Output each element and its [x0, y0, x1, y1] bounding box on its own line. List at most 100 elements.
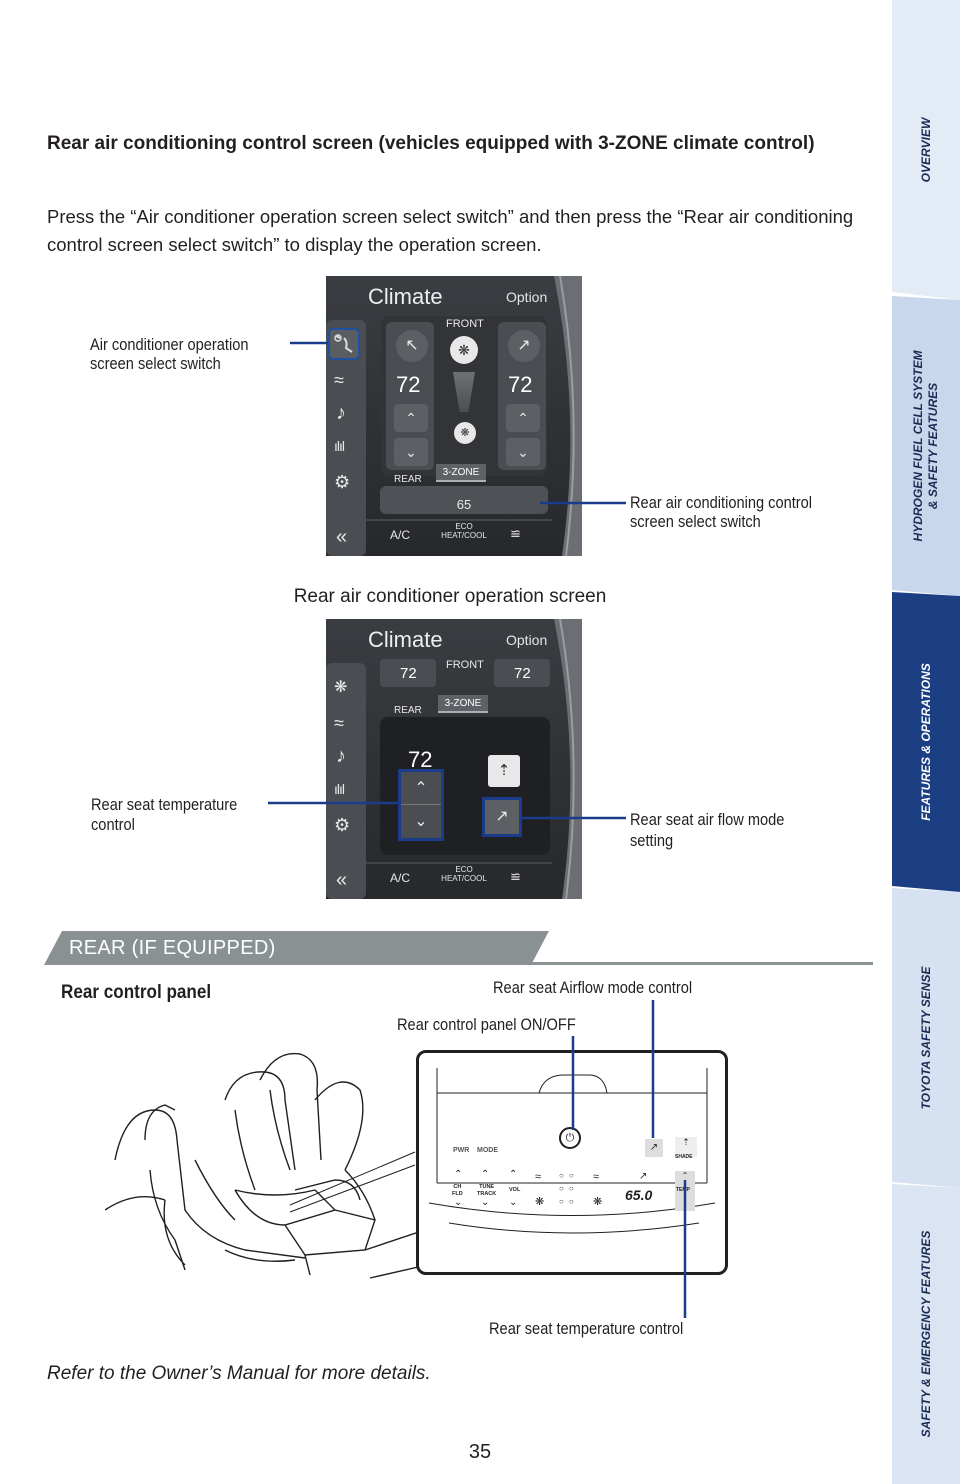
tab-safety-emergency[interactable]: SAFETY & EMERGENCY FEATURES	[892, 1184, 960, 1484]
screen1-left-seat-icon[interactable]: ↖	[396, 330, 428, 362]
panel-vol-down[interactable]: ⌄	[509, 1197, 518, 1208]
callout-rear-switch-line1: Rear air conditioning control	[630, 493, 813, 512]
screen2-option-button[interactable]: Option	[506, 632, 548, 648]
screen1-left-up-button[interactable]: ⌃	[394, 404, 428, 432]
screen1-fan-small-icon[interactable]: ❋	[454, 422, 476, 444]
screen1-zone-button[interactable]: 3-ZONE	[436, 464, 486, 482]
screen2-seat-heat-icon[interactable]: ≈	[334, 713, 344, 733]
screen2-collapse-icon[interactable]: «	[336, 869, 348, 891]
panel-airflow-button[interactable]: ↗	[645, 1139, 663, 1157]
screen1-fan-level-bar	[453, 372, 475, 412]
tab-overview[interactable]: OVERVIEW	[892, 0, 960, 300]
screen2-music-icon[interactable]: ♪	[336, 745, 346, 767]
panel-vol-label: VOL	[509, 1187, 521, 1193]
section-title: Rear air conditioning control screen (ve…	[47, 133, 815, 154]
panel-ch-up[interactable]: ⌃	[454, 1169, 463, 1180]
screen1-right-down-button[interactable]: ⌄	[506, 438, 540, 466]
callout-ac-switch-leader	[290, 341, 328, 345]
screen1-seat-heat-icon[interactable]: ≈	[334, 370, 344, 390]
tab-safety-shape	[892, 1184, 960, 1484]
panel-seat-heat-right-icon[interactable]: ≈	[593, 1171, 600, 1183]
panel-seat-vent-right-icon[interactable]: ❋	[593, 1196, 603, 1208]
screen1-settings-icon[interactable]: ⚙	[334, 472, 351, 492]
tab-overview-shape	[892, 0, 960, 300]
screen2-equalizer-icon[interactable]: ılıl	[334, 781, 345, 797]
screen1-title: Climate	[368, 284, 443, 309]
footer-note: Refer to the Owner’s Manual for more det…	[47, 1363, 431, 1384]
panel-tune-down[interactable]: ⌄	[481, 1197, 490, 1208]
page-number: 35	[468, 1441, 492, 1463]
panel-pwr-label: PWR	[453, 1147, 470, 1154]
panel-seat-heat-left-icon[interactable]: ≈	[535, 1171, 542, 1183]
callout-rear-temp-line1: Rear seat temperature	[91, 795, 238, 814]
panel-ch-line2: FLD	[452, 1191, 463, 1197]
tab-safety-label: SAFETY & EMERGENCY FEATURES	[919, 1230, 933, 1438]
screen1-fan-icon[interactable]: ❋	[450, 336, 478, 364]
callout-rear-temp-line2: control	[91, 815, 135, 834]
screen2-eco-button[interactable]: ECO HEAT/COOL	[436, 865, 492, 883]
screen1-right-up-button[interactable]: ⌃	[506, 404, 540, 432]
panel-onoff-button[interactable]: ⏻	[559, 1127, 581, 1149]
screen1-rear-select-switch[interactable]: 65	[456, 497, 472, 512]
screen2-ac-button[interactable]: A/C	[390, 871, 411, 885]
panel-tune-label: TUNE TRACK	[477, 1184, 496, 1198]
screen1-option-button[interactable]: Option	[506, 289, 548, 305]
callout-rear-switch-line2: screen select switch	[630, 512, 761, 531]
panel-mode-label: MODE	[477, 1147, 498, 1154]
panel-temp-label: TEMP	[676, 1187, 690, 1193]
screen2-left-temp[interactable]: 72	[400, 665, 417, 682]
screen2-rear-temp-control[interactable]: ⌃ ⌄	[398, 769, 444, 841]
chapter-tabs: OVERVIEW HYDROGEN FUEL CELL SYSTEM& SAFE…	[892, 0, 960, 1484]
screen2-ac-select-icon[interactable]: ❋	[334, 679, 348, 696]
screen1-ac-button[interactable]: A/C	[390, 528, 411, 542]
screen2-eco-line2: HEAT/COOL	[441, 874, 487, 883]
panel-airflow-display-icon: ↗	[639, 1171, 648, 1182]
screen2-rear-down-button[interactable]: ⌄	[414, 813, 428, 830]
climate-screen-2: Climate Option ❋ ≈ ♪ ılıl ⚙ « 72 FRONT 7…	[326, 619, 582, 899]
screen1-eco-button[interactable]: ECO HEAT/COOL	[436, 522, 492, 540]
tab-features-operations[interactable]: FEATURES & OPERATIONS	[892, 592, 960, 892]
callout-airflow-line1: Rear seat air flow mode	[630, 810, 785, 829]
callout-ac-switch-line2: screen select switch	[90, 354, 221, 373]
screen2-car-icon[interactable]: ≌	[510, 869, 521, 884]
panel-vol-up[interactable]: ⌃	[509, 1169, 518, 1180]
tab-hydrogen[interactable]: HYDROGEN FUEL CELL SYSTEM& SAFETY FEATUR…	[892, 296, 960, 596]
screen1-ac-select-switch[interactable]	[328, 328, 360, 360]
panel-ch-down[interactable]: ⌄	[454, 1197, 463, 1208]
screen1-eco-line2: HEAT/COOL	[441, 531, 487, 540]
panel-shade-button[interactable]: ⇡	[675, 1137, 697, 1157]
screen2-right-temp[interactable]: 72	[514, 665, 531, 682]
screen2-rear-up-button[interactable]: ⌃	[401, 772, 441, 805]
tab-toyota-safety-sense[interactable]: TOYOTA SAFETY SENSE	[892, 888, 960, 1188]
tab-features-label: FEATURES & OPERATIONS	[919, 663, 933, 821]
screen1-collapse-icon[interactable]: «	[336, 526, 348, 548]
screen1-left-down-button[interactable]: ⌄	[394, 438, 428, 466]
screen2-rear-temp: 72	[408, 747, 433, 772]
panel-tune-line2: TRACK	[477, 1191, 497, 1197]
panel-ch-line1: CH	[453, 1184, 462, 1190]
panel-tune-up[interactable]: ⌃	[481, 1169, 490, 1180]
screen1-rear-label: REAR	[394, 474, 422, 485]
callout-airflow-leader	[520, 816, 626, 820]
panel-temp-display: 65.0	[625, 1187, 653, 1203]
tab-overview-label: OVERVIEW	[919, 117, 933, 183]
rear-section-banner: REAR (IF EQUIPPED)	[44, 931, 549, 965]
screen1-equalizer-icon[interactable]: ılıl	[334, 438, 345, 454]
screen2-caption: Rear air conditioner operation screen	[293, 586, 607, 607]
screen2-zone-button[interactable]: 3-ZONE	[438, 695, 488, 713]
screen2-rear-airflow-mode-button[interactable]: ↗	[482, 797, 522, 837]
panel-seat-vent-left-icon[interactable]: ❋	[535, 1196, 545, 1208]
callout-rear-seat-temp-control: Rear seat temperature control	[489, 1319, 684, 1338]
screen2-settings-icon[interactable]: ⚙	[334, 815, 351, 835]
screen1-right-seat-icon[interactable]: ↗	[508, 330, 540, 362]
screen2-rear-shade-icon[interactable]: ⇡	[488, 755, 520, 787]
callout-ac-switch-line1: Air conditioner operation	[90, 335, 249, 354]
screen1-front-label: FRONT	[446, 318, 484, 330]
screen2-title: Climate	[368, 627, 443, 652]
callout-panel-onoff: Rear control panel ON/OFF	[397, 1015, 576, 1034]
screen1-music-icon[interactable]: ♪	[336, 402, 346, 424]
callout-airflow-line2: setting	[630, 831, 674, 850]
tab-hydrogen-label: HYDROGEN FUEL CELL SYSTEM& SAFETY FEATUR…	[911, 350, 940, 542]
panel-tune-line1: TUNE	[479, 1184, 495, 1190]
screen1-car-icon[interactable]: ≌	[510, 526, 521, 541]
